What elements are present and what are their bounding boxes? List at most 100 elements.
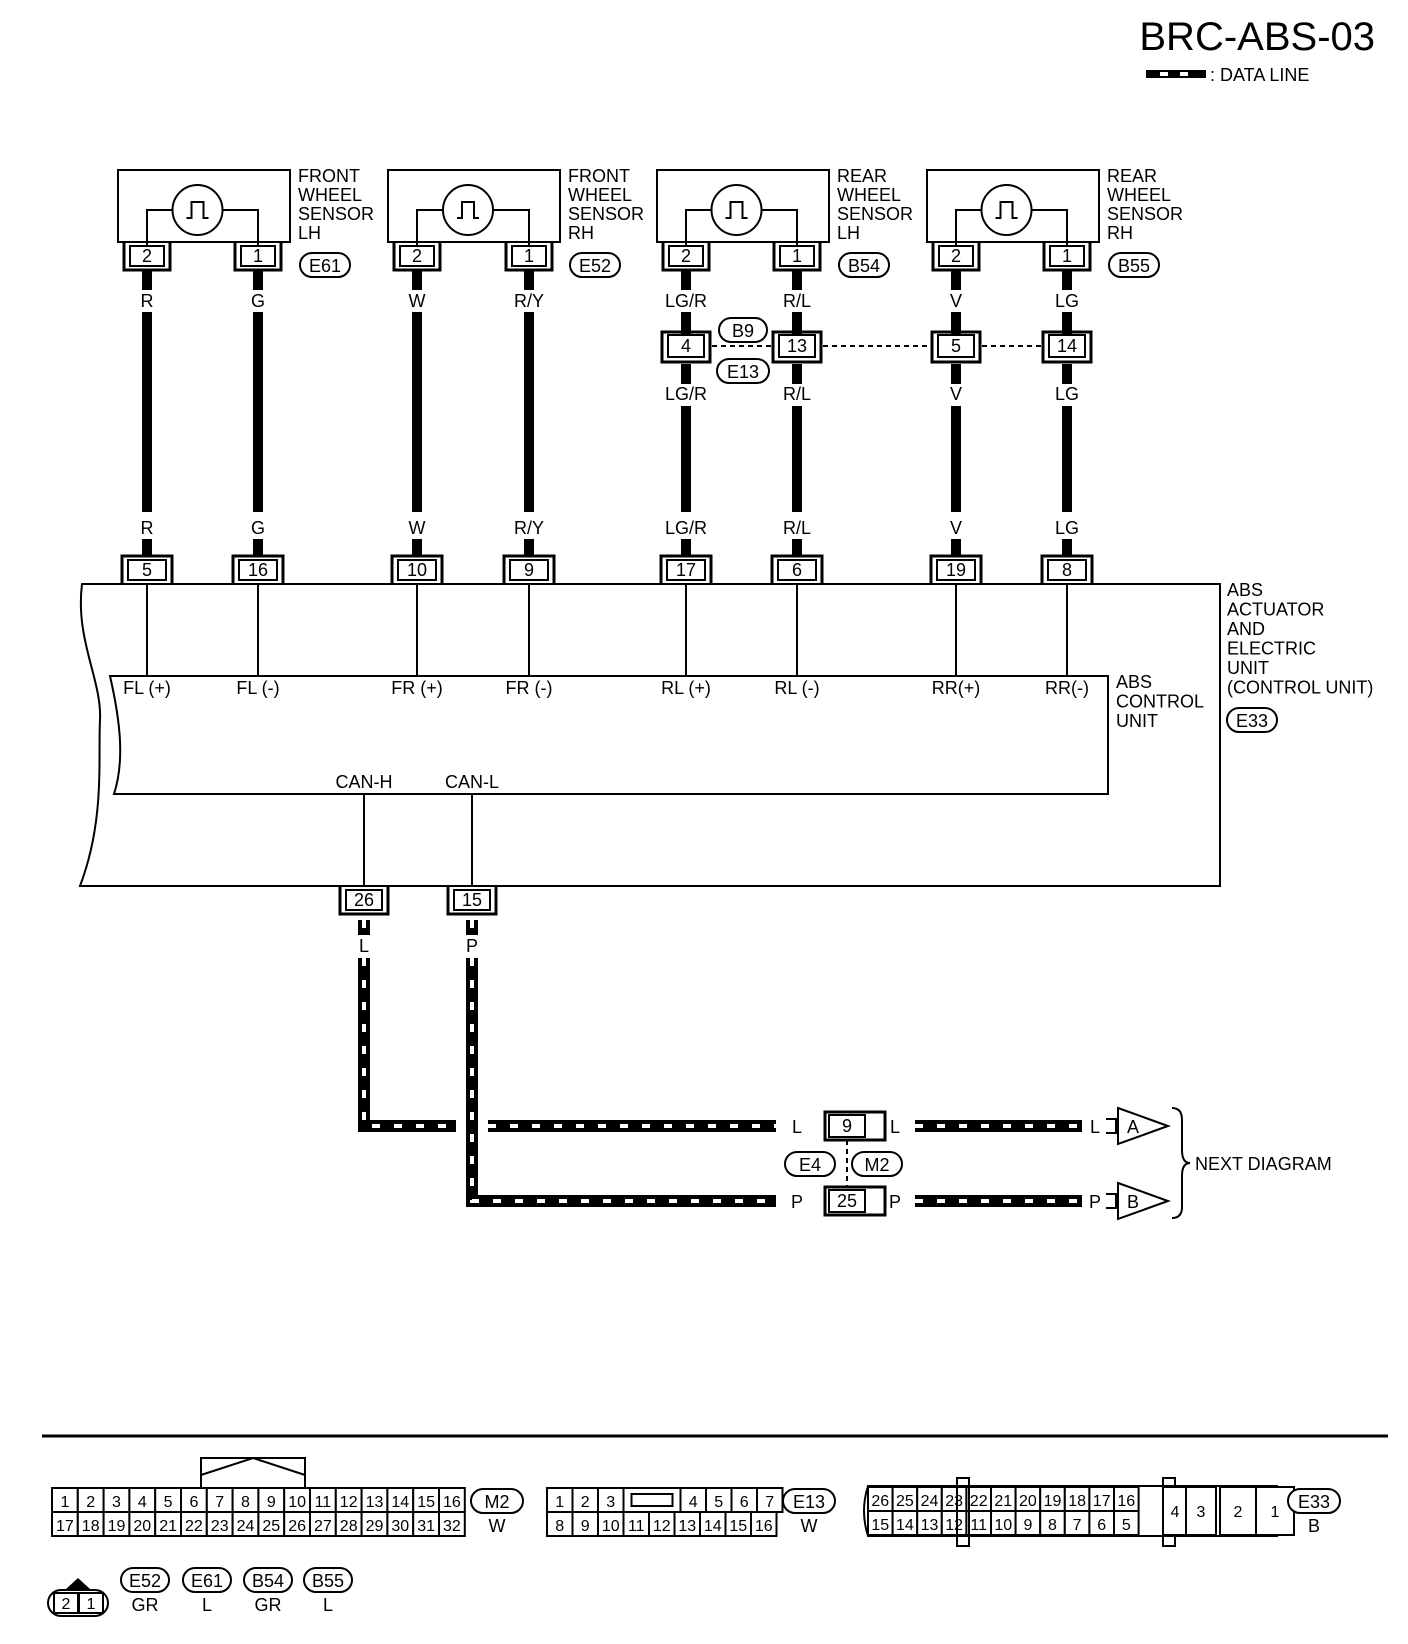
- wire-3: WW: [409, 270, 426, 556]
- sensor-wire-left: [955, 209, 982, 252]
- can-l-terminal-bracket: [446, 886, 498, 916]
- face-e13-oval: [782, 1488, 836, 1514]
- wire-color-mid: LG/R: [665, 384, 707, 404]
- m2-cell: [334, 1511, 363, 1537]
- sensor-name-line: RH: [1107, 223, 1133, 243]
- inline-pin-25-label: 25: [837, 1191, 857, 1211]
- sensor-conn-code-code: B55: [312, 1571, 344, 1591]
- inline-connector-e4-code: E4: [799, 1155, 821, 1175]
- wire-color-bottom: W: [409, 518, 426, 538]
- sensor-conn-color: GR: [132, 1595, 159, 1615]
- e13-lock-mark: [630, 1493, 674, 1507]
- m2-pin: 28: [340, 1518, 358, 1535]
- m2-pin: 32: [443, 1518, 461, 1535]
- e33-connector-code: E33: [1236, 711, 1268, 731]
- e33-cell: [1113, 1486, 1140, 1512]
- e33-single-pin: 1: [1271, 1504, 1280, 1521]
- next-diagram-a-stub: [1106, 1118, 1117, 1134]
- can-data-line: [358, 958, 456, 1132]
- can-h-terminal-label: 26: [354, 890, 374, 910]
- unit-terminal-label: 8: [1062, 560, 1072, 580]
- sensor-name-line: SENSOR: [568, 204, 644, 224]
- signal-label: RR(-): [1045, 678, 1089, 698]
- can-line-label-l: L: [792, 1117, 802, 1137]
- sensor-conn-code-code: B54: [252, 1571, 284, 1591]
- e33-pin: 15: [871, 1517, 889, 1534]
- sensor-pin-box: [129, 245, 165, 267]
- joint-pin-box: [937, 334, 975, 358]
- unit-terminal-label: 16: [248, 560, 268, 580]
- sensor-pin-label: 1: [524, 246, 534, 266]
- control-unit-label-line: ABS: [1116, 672, 1152, 692]
- m2-pin: 10: [288, 1494, 306, 1511]
- wire-color-bottom: LG/R: [665, 518, 707, 538]
- e33-cell: [990, 1510, 1017, 1536]
- e13-pin: 6: [740, 1494, 749, 1511]
- signal-label: FL (+): [123, 678, 171, 698]
- sensor-pin-label: 1: [1062, 246, 1072, 266]
- e13-pin: 1: [555, 1494, 564, 1511]
- m2-cell: [51, 1511, 79, 1537]
- e13-pin: 7: [765, 1494, 774, 1511]
- wire-color-mid: R/L: [783, 384, 811, 404]
- can-data-line-pattern: [470, 958, 776, 1203]
- m2-cell: [438, 1511, 466, 1537]
- e33-pin: 9: [1023, 1517, 1032, 1534]
- sensor-name-line: WHEEL: [1107, 185, 1171, 205]
- e33-key: [956, 1477, 970, 1547]
- e13-pin: 15: [729, 1518, 747, 1535]
- can-line-label-p: P: [889, 1192, 901, 1212]
- wire-color-mid: LG: [1055, 384, 1079, 404]
- sensor-connector-oval: [1108, 252, 1160, 278]
- sensor-name-line: LH: [298, 223, 321, 243]
- wire-color-top: R/L: [783, 291, 811, 311]
- sensor-conn-pin: 1: [87, 1596, 96, 1613]
- actuator-label-line: UNIT: [1227, 658, 1269, 678]
- m2-pin: 13: [366, 1494, 384, 1511]
- e33-pin: 18: [1068, 1493, 1086, 1510]
- joint-bracket: [930, 330, 982, 364]
- sensor-pin-box: [779, 245, 815, 267]
- e13-cell: [724, 1511, 752, 1537]
- data-line-legend-label: : DATA LINE: [1210, 65, 1309, 85]
- unit-terminal-bracket: [231, 554, 285, 584]
- sensor-wire-left: [416, 209, 443, 252]
- face-m2-oval: [470, 1488, 524, 1514]
- joint-pin-box: [1048, 334, 1086, 358]
- m2-cell: [386, 1511, 415, 1537]
- m2-cell: [412, 1487, 441, 1513]
- sensor-name-line: LH: [837, 223, 860, 243]
- e33-pin: 13: [921, 1517, 939, 1534]
- joint-connector-bottom-code: E13: [727, 362, 759, 382]
- m2-cell: [334, 1487, 363, 1513]
- actuator-label-line: AND: [1227, 619, 1265, 639]
- m2-pin: 21: [159, 1518, 177, 1535]
- square-wave-icon: [995, 201, 1018, 219]
- m2-pin: 7: [215, 1494, 224, 1511]
- next-diagram-a-label: A: [1127, 1117, 1139, 1137]
- e33-pin: 22: [970, 1493, 988, 1510]
- e13-pin: 14: [704, 1518, 722, 1535]
- e33-cell: [1014, 1510, 1042, 1536]
- signal-label: RR(+): [932, 678, 981, 698]
- sensor-pin-box: [938, 245, 974, 267]
- unit-terminal-box: [936, 559, 976, 581]
- face-e33-code: E33: [1298, 1492, 1330, 1512]
- m2-pin: 15: [417, 1494, 435, 1511]
- m2-cell: [360, 1487, 389, 1513]
- next-diagram-label: NEXT DIAGRAM: [1195, 1154, 1332, 1174]
- e33-pin: 17: [1093, 1493, 1111, 1510]
- e33-pin: 20: [1019, 1493, 1037, 1510]
- e33-pin: 7: [1073, 1517, 1082, 1534]
- inline-connector-m2-code: M2: [864, 1155, 889, 1175]
- sensor-name-line: WHEEL: [298, 185, 362, 205]
- abs-control-unit-outline: [108, 675, 1109, 795]
- face-e13-color: W: [801, 1516, 818, 1536]
- sensor-conn-code-oval: [303, 1567, 353, 1593]
- wire-2: GG: [251, 270, 265, 556]
- m2-cell: [128, 1487, 157, 1513]
